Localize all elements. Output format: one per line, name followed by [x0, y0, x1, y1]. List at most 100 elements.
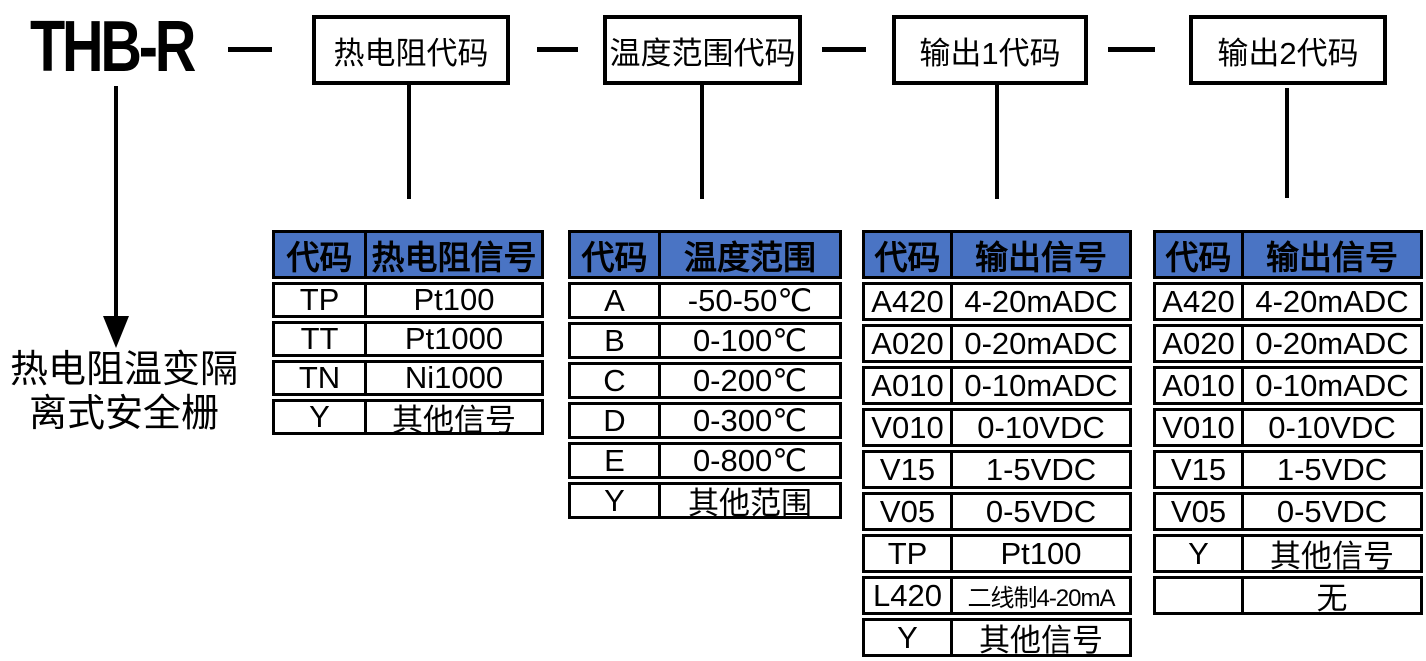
column-header-code: 代码: [1153, 230, 1244, 279]
code-cell: V15: [862, 450, 953, 489]
arrow-shaft: [995, 85, 999, 199]
arrow-head: [103, 316, 129, 348]
table-header-row: 代码热电阻信号: [272, 230, 544, 279]
code-cell: Y: [1153, 534, 1244, 573]
arrow-shaft: [407, 85, 411, 199]
code-cell: V010: [1153, 408, 1244, 447]
code-cell: Y: [272, 399, 367, 435]
code-cell: TT: [272, 321, 367, 357]
code-cell: V05: [862, 492, 953, 531]
value-cell: 0-10mADC: [1241, 366, 1423, 405]
code-cell: A020: [1153, 324, 1244, 363]
table-row: 无: [1153, 576, 1423, 616]
column-header-code: 代码: [272, 230, 367, 279]
value-cell: Ni1000: [364, 360, 544, 396]
model-title: THB-R: [30, 7, 196, 87]
code-cell: [1153, 576, 1244, 615]
value-cell: 0-10VDC: [950, 408, 1132, 447]
code-cell: V05: [1153, 492, 1244, 531]
value-cell: 二线制4-20mA: [950, 576, 1132, 615]
code-cell: TP: [862, 534, 953, 573]
column-header-code: 代码: [862, 230, 953, 279]
product-description: 热电阻温变隔 离式安全栅: [8, 348, 240, 436]
code-cell: A010: [862, 366, 953, 405]
code-cell: A010: [1153, 366, 1244, 405]
code-cell: Y: [568, 482, 661, 519]
value-cell: Pt1000: [364, 321, 544, 357]
dash-connector: [537, 47, 578, 52]
code-cell: TP: [272, 282, 367, 318]
value-cell: 0-100℃: [658, 322, 842, 359]
value-cell: 0-300℃: [658, 402, 842, 439]
code-cell: D: [568, 402, 661, 439]
value-cell: 其他信号: [364, 399, 544, 438]
column-header-signal: 输出信号: [1241, 230, 1423, 279]
value-cell: Pt100: [950, 534, 1132, 573]
value-cell: 0-200℃: [658, 362, 842, 399]
code-cell: A420: [1153, 282, 1244, 321]
table-row: A-50-50℃: [568, 282, 842, 319]
table-header-row: 代码温度范围: [568, 230, 842, 279]
box-temp-range-code: 温度范围代码: [603, 15, 802, 85]
value-cell: 1-5VDC: [1241, 450, 1423, 489]
code-cell: E: [568, 442, 661, 479]
code-cell: L420: [862, 576, 953, 615]
code-cell: A020: [862, 324, 953, 363]
dash-connector: [822, 47, 866, 52]
table-header-row: 代码输出信号: [1153, 230, 1423, 279]
value-cell: 无: [1241, 576, 1423, 616]
code-cell: Y: [862, 618, 953, 657]
box-rtd-code: 热电阻代码: [312, 15, 510, 85]
column-header-signal: 输出信号: [950, 230, 1132, 279]
value-cell: 0-20mADC: [1241, 324, 1423, 363]
dash-connector: [1108, 47, 1155, 52]
column-header-code: 代码: [568, 230, 661, 279]
box-output1-code: 输出1代码: [892, 15, 1088, 85]
table-header-row: 代码输出信号: [862, 230, 1132, 279]
value-cell: 其他信号: [1241, 534, 1423, 574]
value-cell: 其他范围: [658, 482, 842, 521]
value-cell: 0-5VDC: [950, 492, 1132, 531]
code-cell: B: [568, 322, 661, 359]
value-cell: 4-20mADC: [950, 282, 1132, 321]
column-header-signal: 热电阻信号: [364, 230, 544, 279]
description-line: 离式安全栅: [28, 393, 219, 435]
arrow-shaft: [114, 86, 118, 318]
value-cell: 0-800℃: [658, 442, 842, 479]
code-cell: V010: [862, 408, 953, 447]
description-line: 热电阻温变隔: [9, 349, 238, 391]
arrow-shaft: [700, 85, 704, 199]
column-header-signal: 温度范围: [658, 230, 842, 279]
value-cell: 0-10mADC: [950, 366, 1132, 405]
value-cell: 4-20mADC: [1241, 282, 1423, 321]
arrow-shaft: [1285, 88, 1289, 198]
box-output2-code: 输出2代码: [1189, 15, 1387, 85]
value-cell: 0-20mADC: [950, 324, 1132, 363]
value-cell: 1-5VDC: [950, 450, 1132, 489]
code-cell: TN: [272, 360, 367, 396]
dash-connector: [228, 47, 272, 52]
code-cell: A420: [862, 282, 953, 321]
